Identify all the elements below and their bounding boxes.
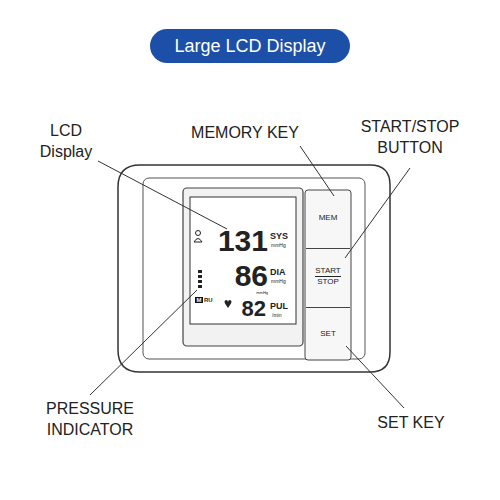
lcd-unit: /min [272, 313, 296, 318]
callout-label: MEMORY KEY [175, 123, 315, 144]
start-stop-button: STARTSTOP [306, 248, 350, 303]
callout-label: START/STOP BUTTON [355, 117, 465, 159]
lcd-unit: DIA [270, 268, 294, 277]
button-text: START [315, 266, 340, 277]
systolic-reading: 131 [208, 226, 268, 256]
lcd-unit: mmHg [271, 243, 295, 248]
memory-key: MEM [306, 192, 350, 244]
lcd-unit: SYS [270, 232, 294, 241]
pulse-reading: 82 [234, 298, 266, 320]
button-text: MEM [319, 213, 338, 223]
title-pill: Large LCD Display [150, 29, 350, 63]
lcd-unit: mmHg [252, 291, 268, 295]
diastolic-reading: 86 [218, 261, 268, 291]
set-key: SET [306, 307, 350, 359]
lcd-unit: mmHg [271, 279, 295, 284]
callout-label: SET KEY [366, 413, 456, 434]
lcd-unit: PUL [270, 302, 294, 311]
callout-label: LCD Display [30, 121, 102, 163]
button-text: SET [320, 329, 336, 339]
memory-icon: M [195, 297, 203, 303]
callout-label: PRESSURE INDICATOR [28, 399, 152, 441]
button-text: STOP [317, 277, 339, 287]
user-icon: RU [204, 297, 218, 303]
title-text: Large LCD Display [174, 36, 325, 57]
